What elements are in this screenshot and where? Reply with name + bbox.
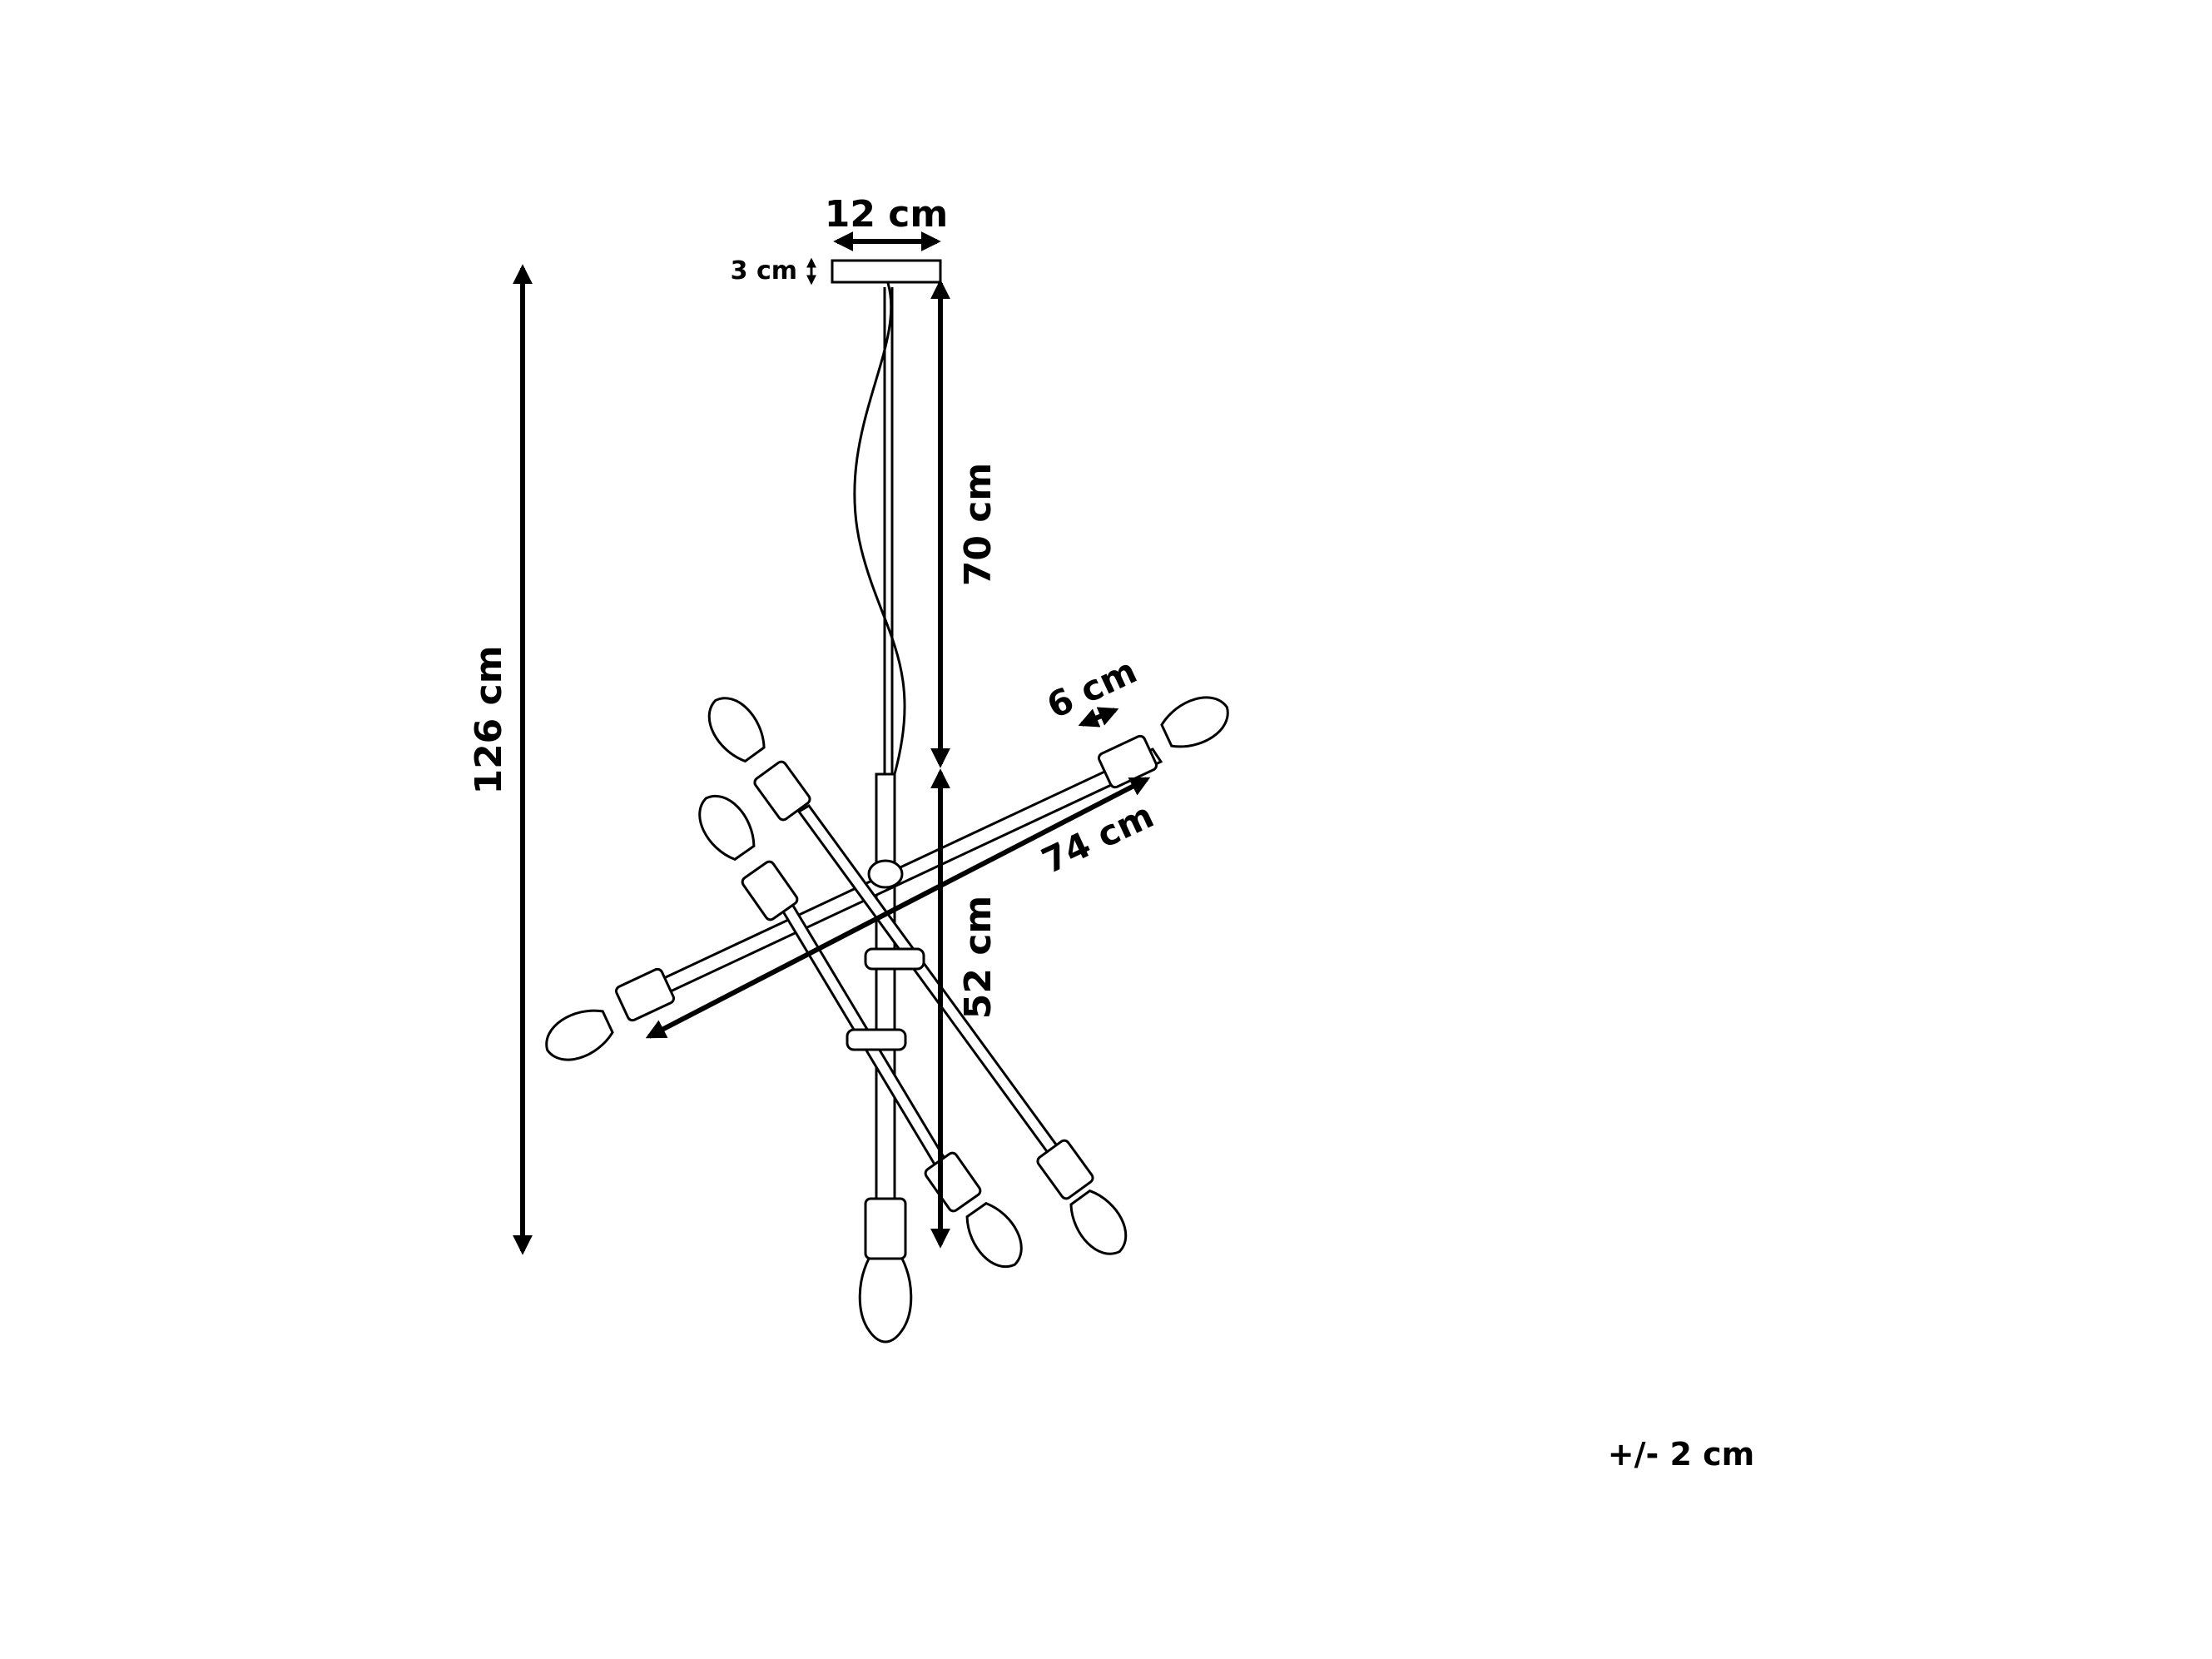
ceiling-canopy	[831, 259, 942, 284]
bulb-arm-b-bottom	[965, 1201, 1023, 1268]
joint-upper	[867, 859, 904, 889]
socket-length-arrow	[1078, 707, 1119, 728]
power-cord	[853, 282, 906, 775]
total-height-label: 126 cm	[468, 645, 510, 794]
bulb-bottom	[858, 1257, 913, 1344]
bulb-arm-a-bottom	[1069, 1189, 1128, 1255]
joint-lower	[846, 1028, 907, 1051]
socket-length-label: 6 cm	[1041, 650, 1143, 727]
socket-arm-a-bottom	[1036, 1139, 1094, 1200]
bulb-arm-a-top	[707, 697, 766, 763]
arm-span-arrow	[645, 777, 1151, 1039]
body-height-label: 52 cm	[957, 896, 999, 1019]
canopy-width-label: 12 cm	[825, 193, 948, 236]
bulb-lower-left	[545, 1009, 614, 1061]
cable-length-label: 70 cm	[957, 463, 999, 586]
dimension-labels: 12 cm 3 cm 126 cm 70 cm 52 cm 74 cm 6 cm…	[468, 193, 1754, 1473]
joint-middle	[864, 947, 925, 971]
canopy-height-label: 3 cm	[731, 256, 797, 286]
dimension-lines	[513, 231, 1151, 1255]
tolerance-label: +/- 2 cm	[1608, 1436, 1755, 1473]
bulb-arm-b-top	[698, 795, 756, 862]
socket-bottom	[864, 1197, 907, 1260]
bulb-upper-right	[1160, 696, 1229, 748]
central-stem	[875, 772, 896, 1217]
